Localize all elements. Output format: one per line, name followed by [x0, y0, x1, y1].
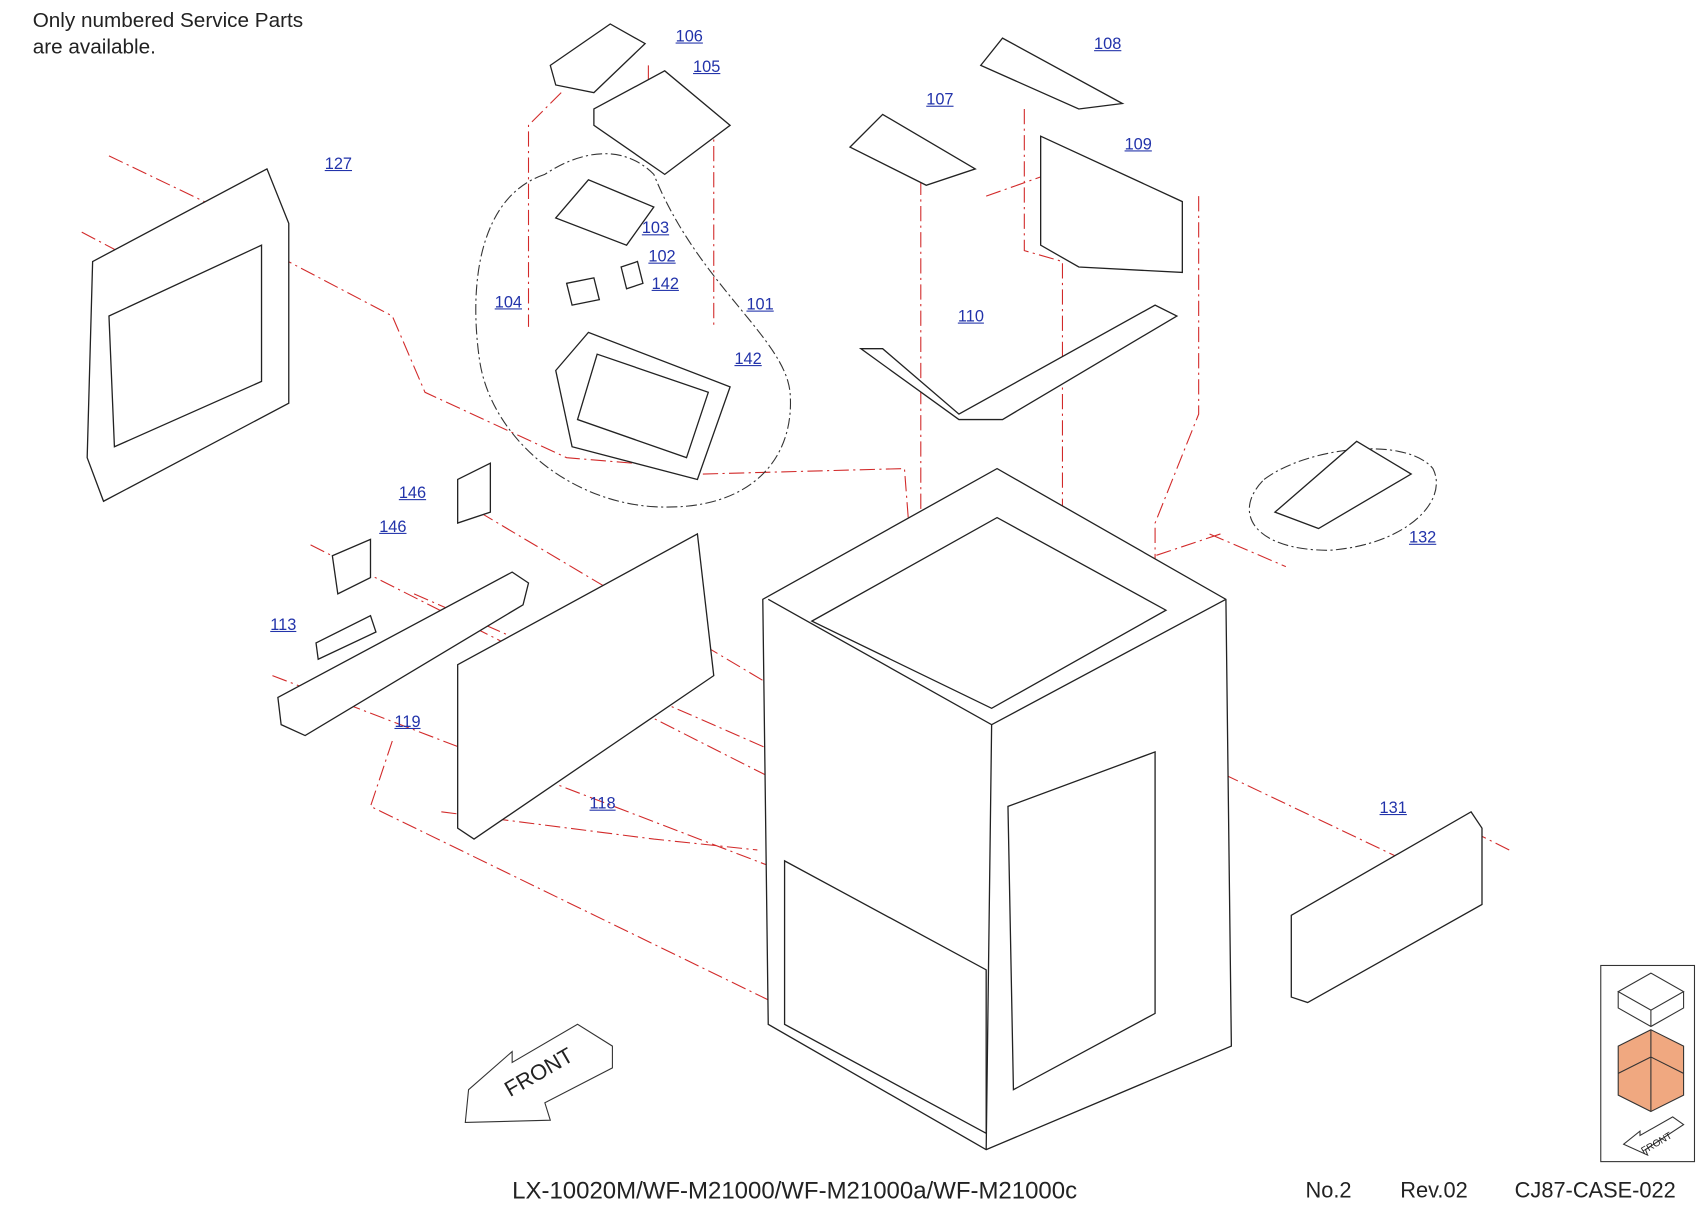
part-104	[565, 277, 601, 306]
orientation-inset: FRONT	[1600, 964, 1696, 1163]
part-link-113[interactable]: 113	[270, 615, 297, 635]
part-131-cover	[1290, 810, 1483, 1004]
part-146a	[457, 462, 492, 524]
revision: Rev.02	[1400, 1179, 1468, 1204]
part-link-118[interactable]: 118	[589, 794, 616, 813]
part-link-131[interactable]: 131	[1379, 798, 1407, 818]
part-103-bracket	[554, 179, 655, 246]
part-146b	[331, 538, 372, 595]
page-number: No.2	[1305, 1179, 1352, 1204]
part-link-107[interactable]: 107	[926, 90, 954, 109]
part-link-103[interactable]: 103	[641, 219, 670, 238]
part-link-142[interactable]: 142	[734, 349, 762, 369]
part-105-plate	[593, 70, 732, 176]
part-link-108[interactable]: 108	[1094, 34, 1122, 54]
part-102	[620, 260, 644, 290]
part-link-119[interactable]: 119	[394, 712, 421, 732]
part-108-duct	[979, 37, 1125, 110]
part-118-panel	[457, 532, 715, 840]
model-names: LX-10020M/WF-M21000/WF-M21000a/WF-M21000…	[512, 1176, 1078, 1205]
part-110-frame	[858, 304, 1179, 421]
diagram-code: CJ87-CASE-022	[1514, 1179, 1676, 1204]
part-106-cover	[549, 23, 647, 94]
part-link-102[interactable]: 102	[648, 247, 676, 266]
part-link-132[interactable]: 132	[1408, 528, 1437, 548]
part-link-110[interactable]: 110	[957, 307, 984, 326]
note-line-1: Only numbered Service Parts	[32, 9, 304, 33]
parts-shapes	[86, 23, 1483, 1151]
part-link-105[interactable]: 105	[693, 57, 721, 77]
part-link-106[interactable]: 106	[675, 27, 703, 46]
service-parts-note: Only numbered Service Parts are availabl…	[33, 9, 303, 61]
part-link-104[interactable]: 104	[494, 293, 523, 312]
part-132	[1273, 440, 1413, 530]
front-arrow: FRONT	[464, 1023, 613, 1123]
part-link-146[interactable]: 146	[379, 517, 407, 537]
part-113	[315, 614, 377, 661]
part-link-127[interactable]: 127	[324, 154, 353, 174]
part-link-146[interactable]: 146	[398, 483, 427, 503]
part-link-101[interactable]: 101	[746, 295, 774, 314]
part-119-rail	[277, 571, 530, 737]
part-109-cover	[1040, 135, 1183, 274]
part-link-142[interactable]: 142	[651, 274, 679, 294]
part-link-109[interactable]: 109	[1124, 135, 1152, 154]
note-line-2: are available.	[32, 35, 156, 59]
part-107-duct	[848, 113, 977, 186]
